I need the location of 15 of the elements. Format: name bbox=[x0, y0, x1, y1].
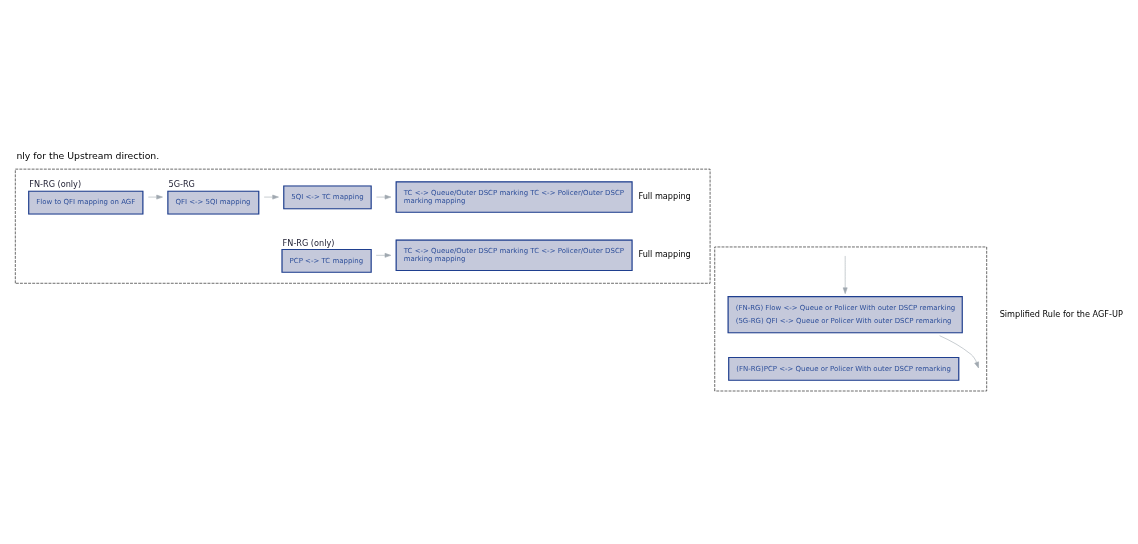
label: Simplified Rule for the AGF-UP bbox=[999, 308, 1123, 319]
cluster bbox=[15, 168, 711, 284]
arrow bbox=[842, 255, 848, 294]
node-label: FN-RG (only) bbox=[282, 237, 335, 248]
node-label: FN-RG (only) bbox=[29, 178, 82, 189]
arrow bbox=[376, 194, 392, 199]
cluster bbox=[714, 246, 987, 391]
diagram-title: nly for the Upstream direction. bbox=[16, 149, 160, 161]
arrow bbox=[148, 194, 163, 199]
node-label: Full mapping bbox=[638, 190, 691, 201]
arrow bbox=[375, 252, 392, 258]
node-label: 5G-RG bbox=[168, 178, 195, 189]
arrow bbox=[939, 334, 979, 368]
arrow bbox=[263, 194, 279, 199]
node-label: Full mapping bbox=[638, 248, 691, 259]
